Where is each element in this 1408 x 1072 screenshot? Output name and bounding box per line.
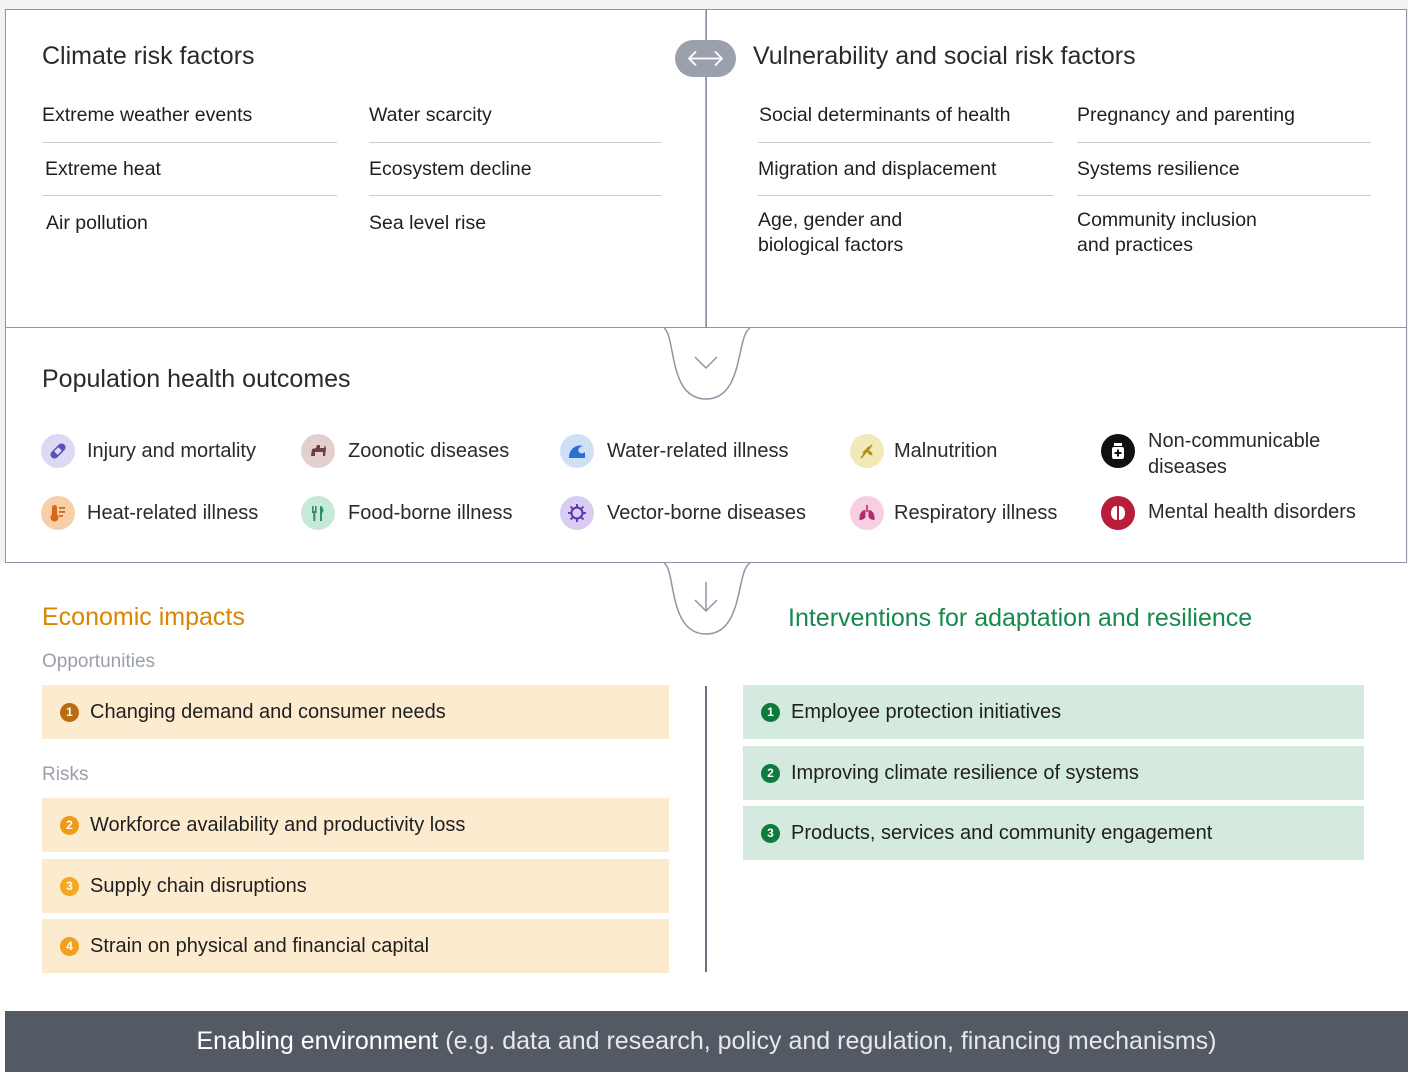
economic-card-workforce: 2 Workforce availability and productivit… [42, 798, 669, 852]
interventions-title: Interventions for adaptation and resilie… [788, 604, 1253, 632]
footer-description: (e.g. data and research, policy and regu… [438, 1027, 1217, 1055]
virus-icon [560, 496, 594, 530]
climate-risk-title: Climate risk factors [42, 42, 255, 70]
card-label: Strain on physical and financial capital [90, 934, 430, 957]
divider [758, 142, 1053, 143]
card-label: Products, services and community engagem… [791, 821, 1213, 844]
vuln-item-systems-resilience: Systems resilience [1077, 158, 1240, 180]
climate-item-ecosystem-decline: Ecosystem decline [369, 158, 532, 180]
economic-card-supply-chain: 3 Supply chain disruptions [42, 859, 669, 913]
brain-icon [1101, 496, 1135, 530]
intervention-card-products: 3 Products, services and community engag… [743, 806, 1364, 860]
number-badge: 3 [60, 876, 79, 896]
card-label: Changing demand and consumer needs [90, 700, 446, 723]
climate-risk-box [5, 9, 708, 329]
number-badge: 3 [761, 823, 780, 843]
divider [1077, 142, 1371, 143]
divider [1077, 195, 1371, 196]
climate-item-air-pollution: Air pollution [46, 212, 148, 234]
card-label: Workforce availability and productivity … [90, 813, 466, 836]
population-health-title: Population health outcomes [42, 365, 351, 393]
outcome-heat-label: Heat-related illness [87, 502, 259, 524]
number-badge: 2 [761, 763, 780, 783]
lungs-icon [850, 496, 884, 530]
card-label: Improving climate resilience of systems [791, 761, 1139, 784]
climate-item-sea-level-rise: Sea level rise [369, 212, 487, 234]
number-badge: 4 [60, 936, 79, 956]
divider [758, 195, 1053, 196]
animal-icon [301, 434, 335, 468]
medicine-bottle-icon [1101, 434, 1135, 468]
water-wave-icon [560, 434, 594, 468]
climate-item-extreme-weather: Extreme weather events [42, 104, 253, 126]
divider [42, 142, 337, 143]
flow-connectors [663, 10, 751, 635]
outcome-vectorborne-label: Vector-borne diseases [607, 502, 807, 524]
vuln-item-age-gender: Age, gender and biological factors [758, 209, 904, 256]
divider [369, 142, 662, 143]
card-label: Employee protection initiatives [791, 700, 1062, 723]
thermometer-icon [41, 496, 75, 530]
economic-impacts-title: Economic impacts [42, 603, 245, 631]
climate-item-water-scarcity: Water scarcity [369, 104, 492, 126]
card-label: Supply chain disruptions [90, 874, 307, 897]
outcome-respiratory-label: Respiratory illness [894, 502, 1058, 524]
outcome-noncommunicable-label: Non-communicable diseases [1148, 430, 1321, 478]
intervention-card-resilience: 2 Improving climate resilience of system… [743, 746, 1364, 800]
divider [42, 195, 337, 196]
vuln-item-social-determinants: Social determinants of health [759, 104, 1011, 126]
economic-card-changing-demand: 1 Changing demand and consumer needs [42, 685, 669, 739]
opportunities-label: Opportunities [42, 651, 156, 672]
column-divider [705, 686, 707, 972]
footer-bold-label: Enabling environment [196, 1027, 439, 1055]
outcome-malnutrition-label: Malnutrition [894, 440, 998, 462]
number-badge: 2 [60, 815, 79, 835]
climate-item-extreme-heat: Extreme heat [45, 158, 161, 180]
outcome-foodborne-label: Food-borne illness [348, 502, 513, 524]
risks-label: Risks [42, 764, 89, 785]
vuln-item-migration: Migration and displacement [758, 158, 997, 180]
divider [369, 195, 662, 196]
wheat-icon [850, 434, 884, 468]
enabling-environment-banner: Enabling environment (e.g. data and rese… [5, 1011, 1408, 1072]
fork-knife-icon [301, 496, 335, 530]
vulnerability-title: Vulnerability and social risk factors [753, 42, 1136, 70]
outcome-mental-health-label: Mental health disorders [1148, 501, 1356, 523]
number-badge: 1 [761, 702, 780, 722]
outcome-injury-label: Injury and mortality [87, 440, 256, 462]
bandage-icon [41, 434, 75, 468]
double-arrow-icon [675, 40, 736, 77]
number-badge: 1 [60, 702, 79, 722]
vuln-item-community: Community inclusion and practices [1077, 209, 1257, 256]
outcome-water-label: Water-related illness [607, 440, 789, 462]
economic-card-capital: 4 Strain on physical and financial capit… [42, 919, 669, 973]
intervention-card-employee: 1 Employee protection initiatives [743, 685, 1364, 739]
vuln-item-pregnancy: Pregnancy and parenting [1077, 104, 1295, 126]
outcome-zoonotic-label: Zoonotic diseases [348, 440, 510, 462]
